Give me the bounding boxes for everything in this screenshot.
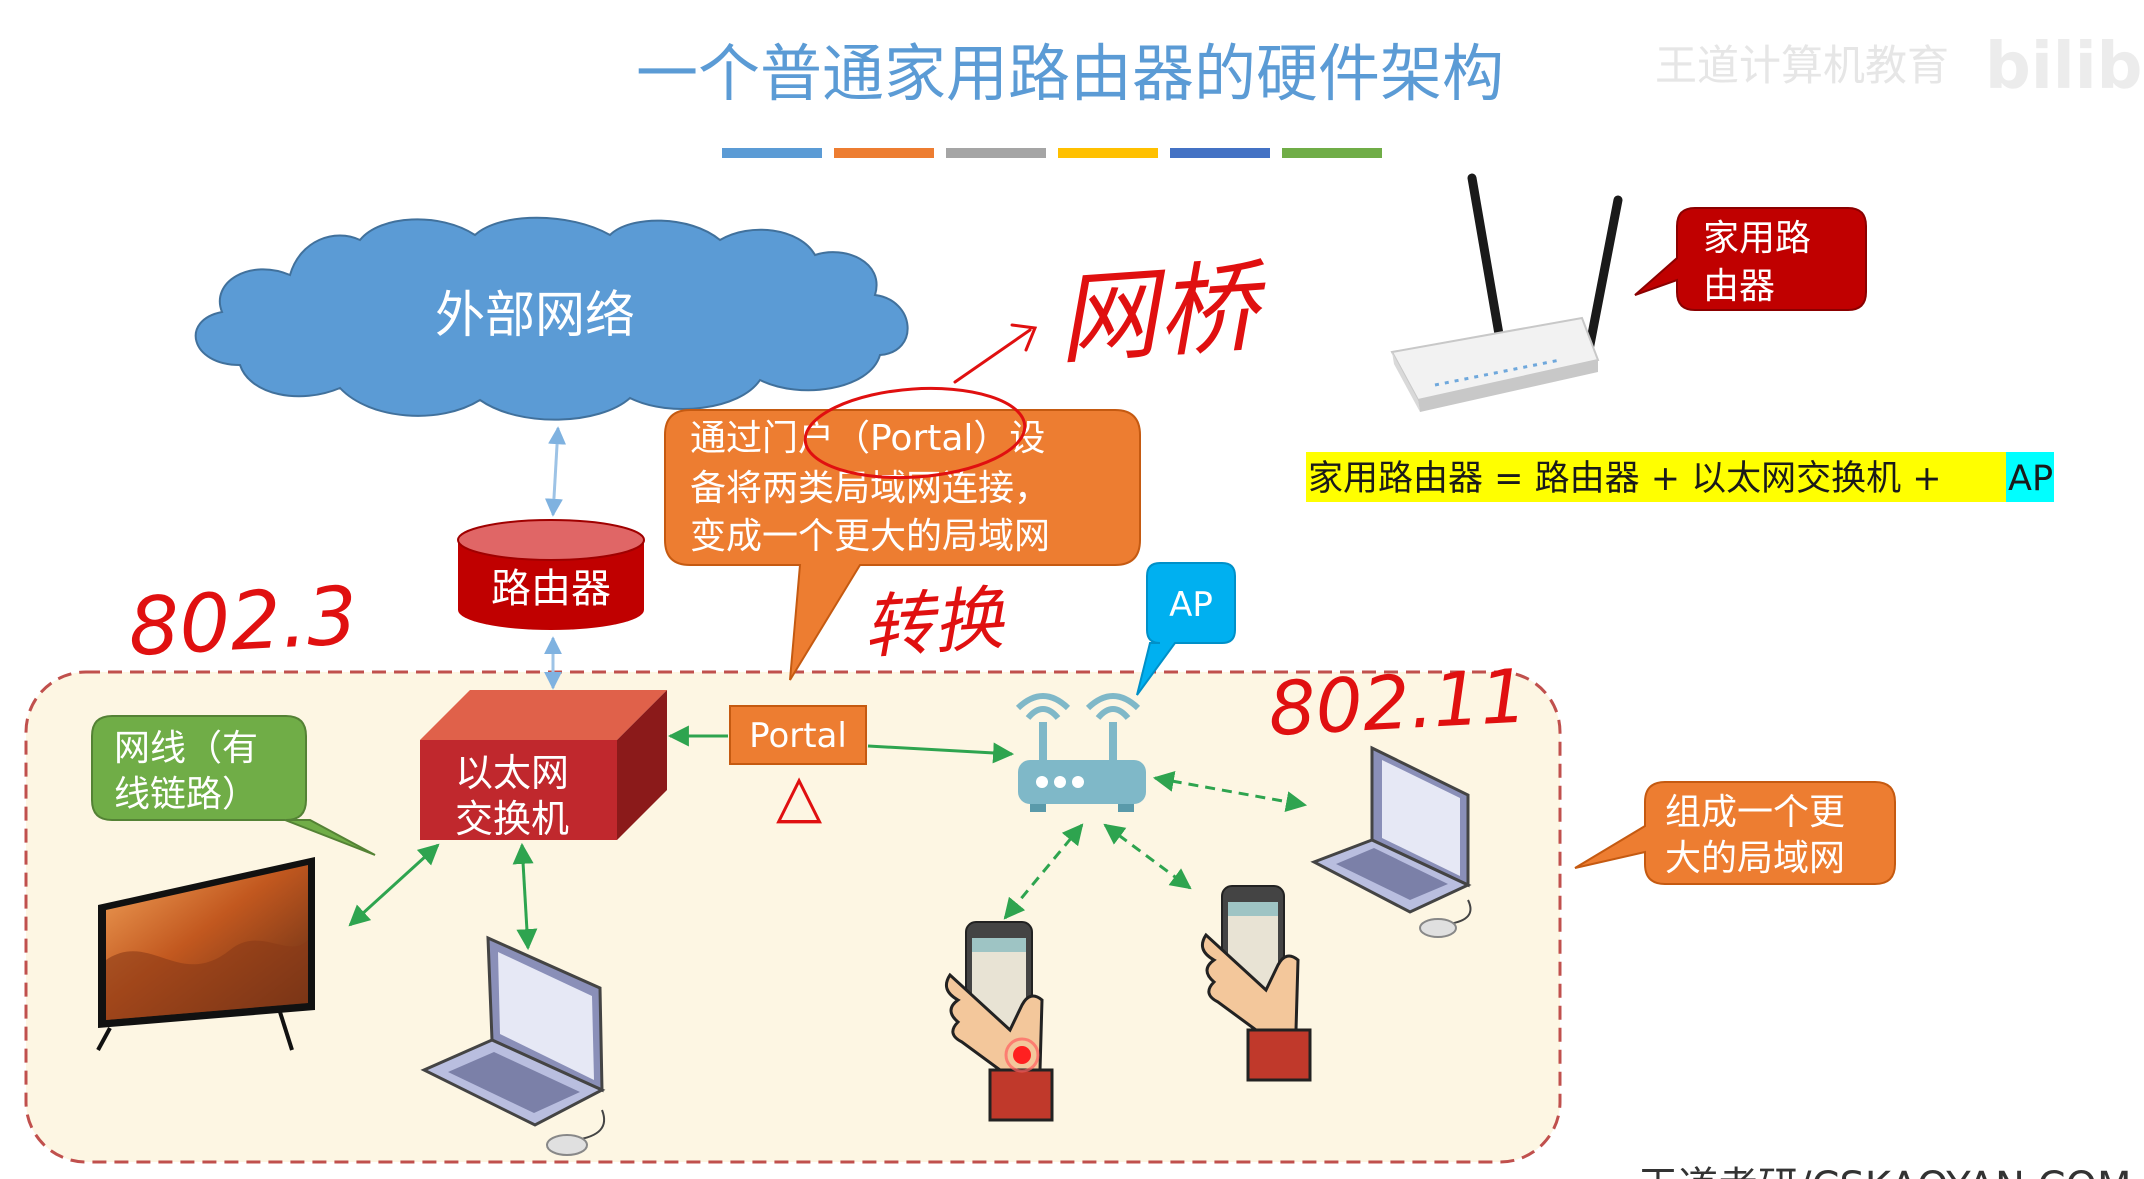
laptop-icon[interactable]: [420, 935, 606, 1156]
bigger-lan-line1: 组成一个更: [1665, 792, 1845, 833]
handwritten-bridge: 网桥: [1054, 248, 1273, 379]
handwritten-802-11: 802.11: [1266, 654, 1529, 753]
portal-note-line3: 变成一个更大的局域网: [690, 516, 1050, 557]
page-title: 一个普通家用路由器的硬件架构: [636, 37, 1504, 110]
wifi-link-phone-right: [1103, 823, 1192, 890]
link-switch-tv: [348, 843, 440, 927]
link-cloud-router: [544, 426, 567, 517]
tv-icon: [96, 857, 315, 1051]
ap-callout-label: AP: [1169, 585, 1213, 625]
ethernet-switch-node: 以太网 交换机: [420, 690, 667, 841]
home-router-photo-icon: [1390, 173, 1623, 412]
cable-callout: 网线（有 线链路）: [91, 715, 376, 856]
router-node: 路由器: [457, 519, 645, 630]
phone-in-hand-icon[interactable]: [944, 921, 1054, 1122]
bigger-lan-callout: 组成一个更 大的局域网: [1574, 781, 1896, 885]
ap-callout: AP: [1136, 562, 1236, 696]
home-router-line1: 家用路: [1703, 218, 1811, 259]
cable-callout-line1: 网线（有: [114, 728, 258, 769]
portal-note-line2: 备将两类局域网连接，: [690, 468, 1050, 509]
handwritten-delta: △: [776, 761, 822, 831]
watermark-bottom: 王道考研/CSKAOYAN.COM: [1638, 1164, 2132, 1179]
home-router-line2: 由器: [1703, 266, 1775, 307]
portal-note-line1: 通过门户（Portal）设: [690, 418, 1045, 459]
laptop-icon[interactable]: [1310, 745, 1472, 938]
portal-node: Portal: [729, 705, 867, 765]
wifi-router-icon: [1015, 693, 1146, 812]
formula-ap: AP: [2008, 459, 2053, 499]
wifi-link-laptop: [1152, 771, 1308, 812]
title-color-bar: [722, 148, 1382, 158]
bigger-lan-line2: 大的局域网: [1665, 838, 1845, 879]
external-network-cloud: 外部网络: [194, 216, 909, 421]
link-portal-ap: [867, 742, 1015, 764]
switch-label-line2: 交换机: [455, 797, 569, 841]
cloud-label: 外部网络: [435, 286, 635, 344]
switch-label-line1: 以太网: [455, 751, 569, 795]
bilibili-logo: bilibili: [1985, 30, 2144, 104]
cable-callout-line2: 线链路）: [114, 774, 258, 815]
handwritten-802-3: 802.3: [126, 569, 360, 674]
home-router-callout: 家用路 由器: [1634, 207, 1867, 311]
wifi-link-phone-left: [1003, 823, 1084, 920]
handwritten-arrow: [953, 323, 1038, 384]
formula-highlight: [1306, 452, 2006, 502]
watermark-top: 王道计算机教育: [1655, 41, 1949, 90]
handwritten-convert: 转换: [860, 577, 1008, 669]
formula-main: 家用路由器 = 路由器 + 以太网交换机 +: [1308, 459, 1942, 499]
portal-label: Portal: [749, 716, 847, 756]
portal-note-callout: 通过门户（Portal）设 备将两类局域网连接， 变成一个更大的局域网: [664, 409, 1141, 681]
link-switch-laptop: [512, 842, 538, 951]
router-label: 路由器: [491, 566, 611, 612]
handwritten-circle: [803, 386, 1027, 480]
formula-ap-highlight: [2006, 452, 2054, 502]
phone-in-hand-icon[interactable]: [1200, 885, 1312, 1082]
